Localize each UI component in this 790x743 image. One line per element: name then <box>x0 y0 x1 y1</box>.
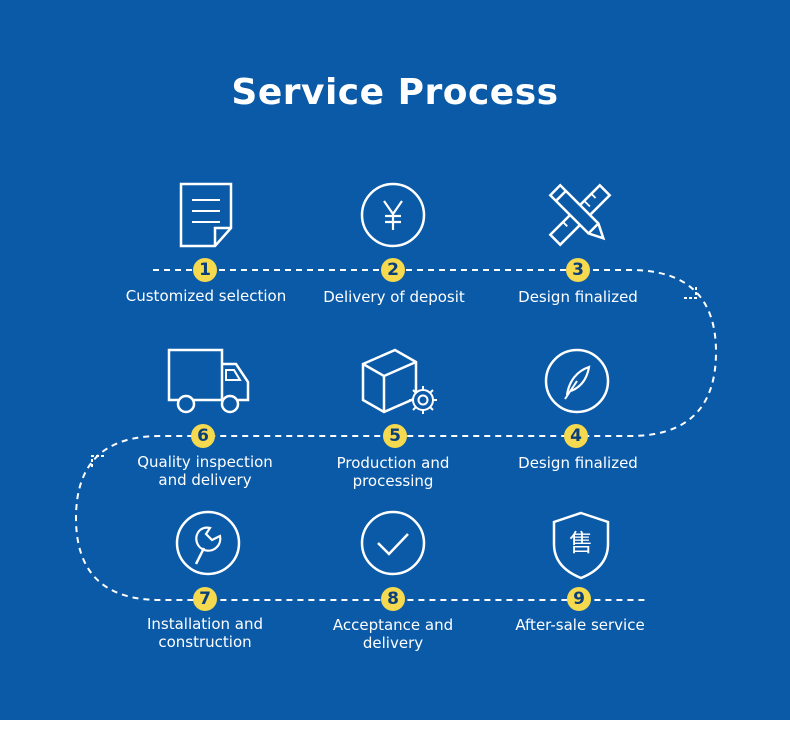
checkmark-circle-icon <box>360 510 426 576</box>
step-7-badge: 7 <box>193 587 217 611</box>
shield-service-icon: 售 <box>552 511 610 580</box>
process-flow-path <box>74 269 718 601</box>
step-8-badge: 8 <box>381 587 405 611</box>
step-3-badge: 3 <box>566 258 590 282</box>
page-title: Service Process <box>231 72 559 113</box>
step-7-label: Installation and construction <box>146 615 264 651</box>
step-5-badge: 5 <box>383 424 407 448</box>
step-4-label: Design finalized <box>518 454 638 472</box>
step-5-label: Production and processing <box>336 454 450 490</box>
step-4-badge: 4 <box>564 424 588 448</box>
step-6-label: Quality inspection and delivery <box>137 453 273 489</box>
feather-pen-icon <box>544 348 610 414</box>
box-gear-icon <box>361 348 437 414</box>
step-2-badge: 2 <box>381 258 405 282</box>
svg-text:售: 售 <box>569 529 593 557</box>
service-process-panel: Service Process <box>0 0 790 720</box>
step-2-label: Delivery of deposit <box>323 288 465 306</box>
truck-icon <box>167 348 250 414</box>
flow-arrow-down-icon <box>684 286 697 299</box>
step-6-badge: 6 <box>191 424 215 448</box>
document-icon <box>179 182 233 248</box>
wrench-icon <box>175 510 241 576</box>
yen-coin-icon <box>360 182 426 248</box>
flow-arrow-left-icon <box>91 455 104 468</box>
step-1-badge: 1 <box>193 258 217 282</box>
step-9-badge: 9 <box>567 587 591 611</box>
step-9-label: After-sale service <box>515 616 645 634</box>
step-8-label: Acceptance and delivery <box>332 616 454 652</box>
step-3-label: Design finalized <box>518 288 638 306</box>
pencil-ruler-icon <box>548 183 612 247</box>
step-1-label: Customized selection <box>125 287 287 305</box>
